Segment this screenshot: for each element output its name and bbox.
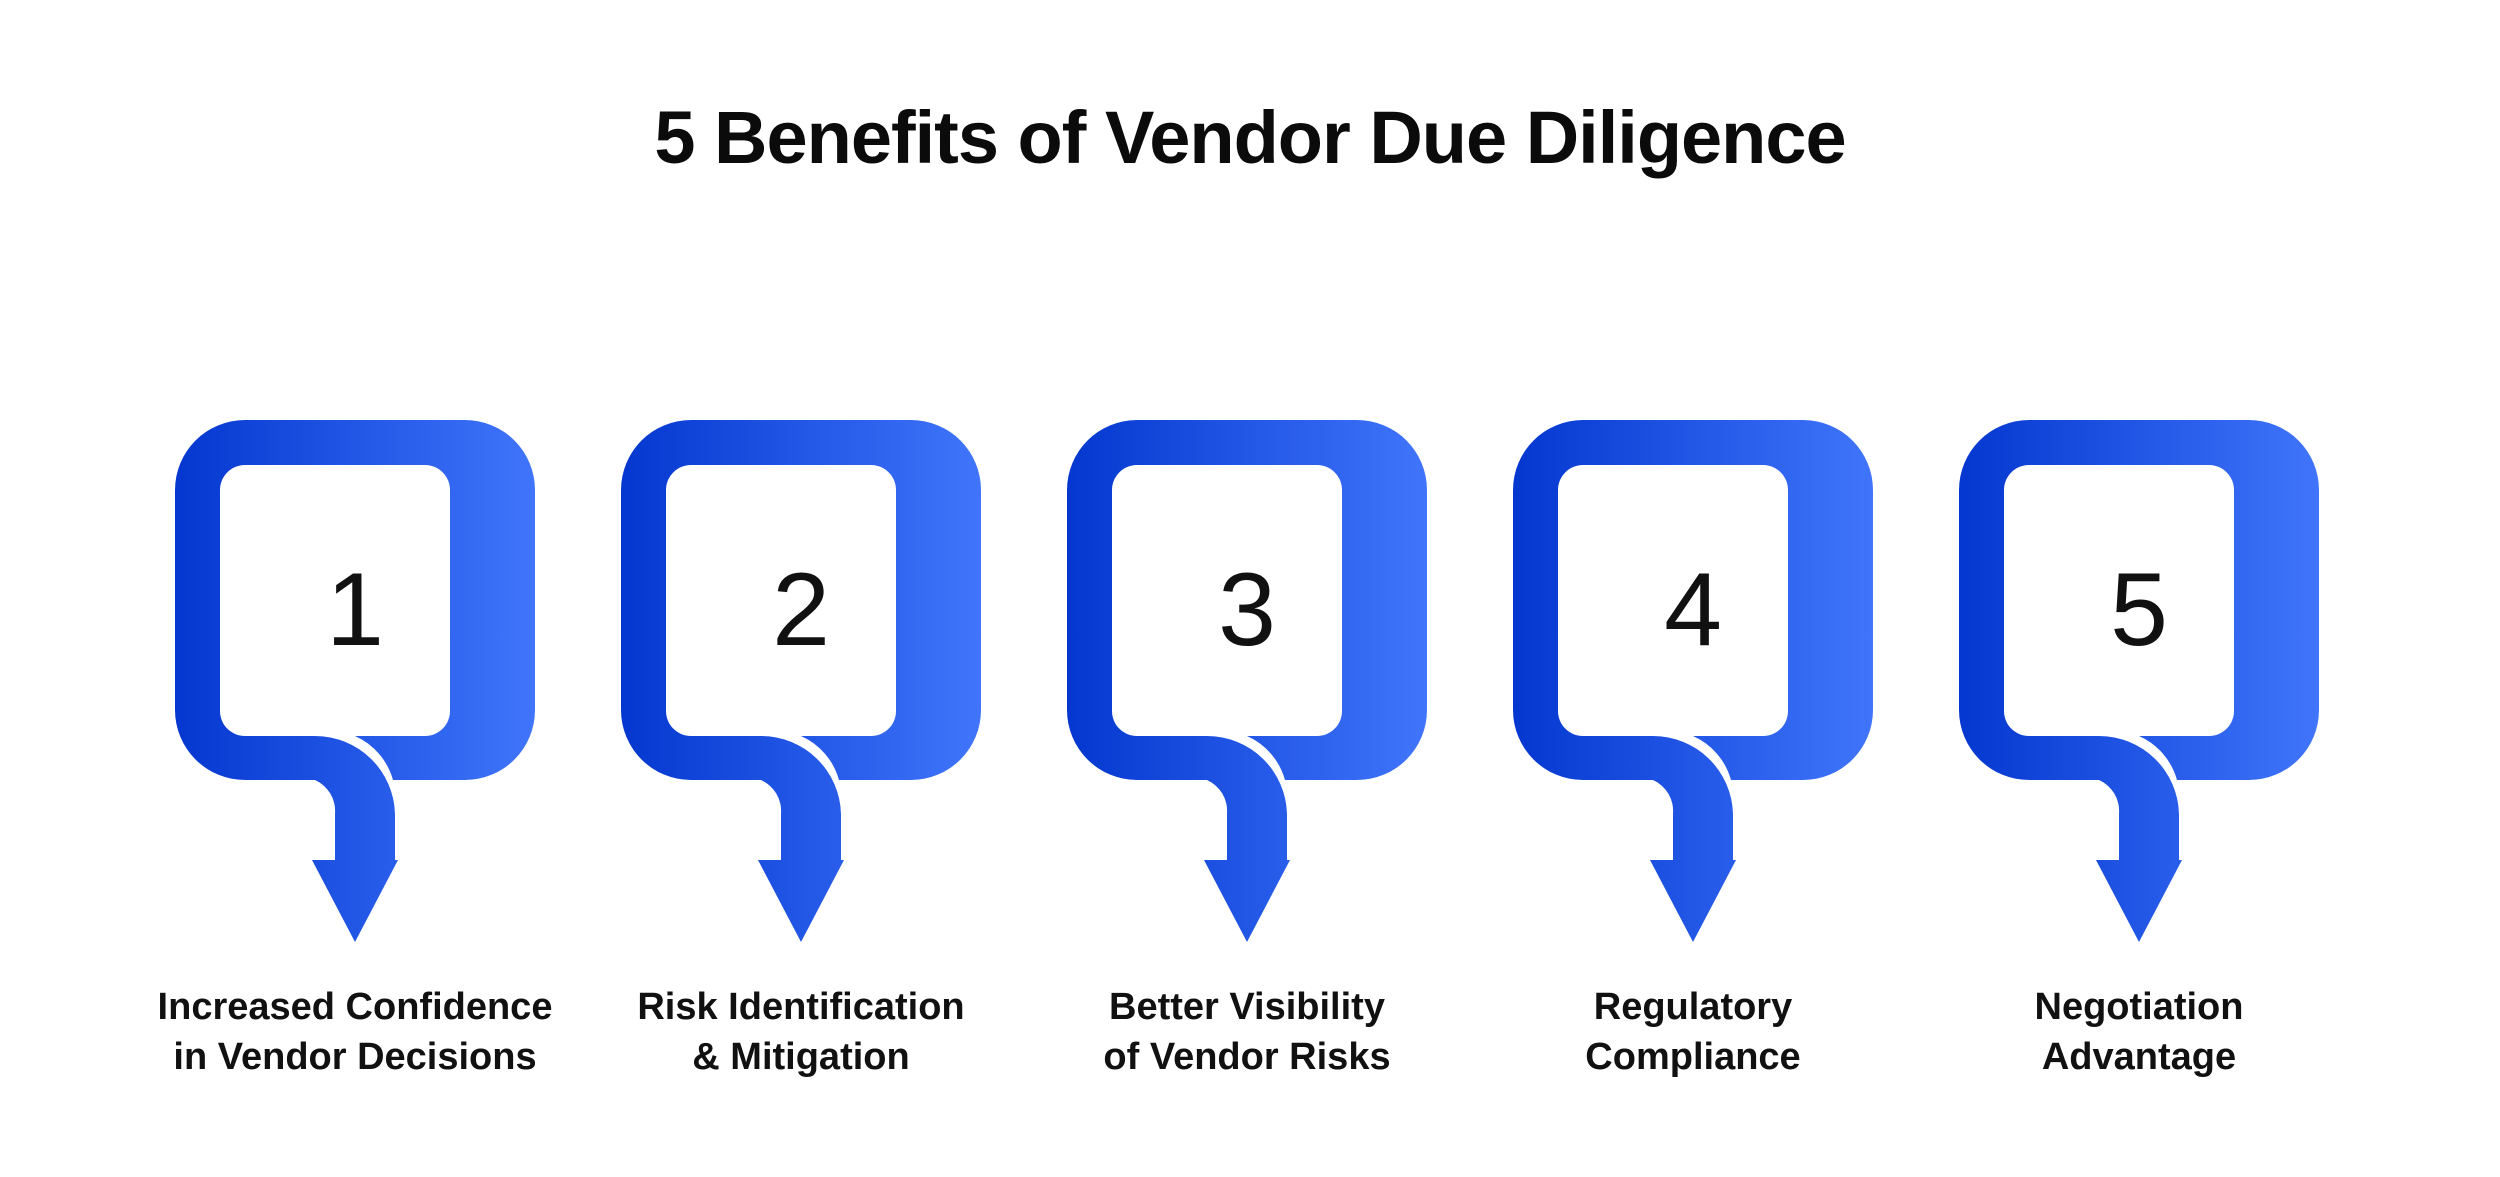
step-label-line1: Risk Identification [637,986,965,1028]
step-4: 4 Regulatory Compliance [1513,420,1913,1100]
step-number: 4 [1664,552,1722,668]
step-1: 1 Increased Confidence in Vendor Decisio… [158,420,575,1100]
callout-arrow-icon [621,420,981,942]
step-label-line1: Increased Confidence [157,986,553,1028]
step-3: 3 Better Visibility of Vendor Risks [1067,420,1467,1100]
step-label: Negotiation Advantage [1929,982,2349,1082]
step-label-line2: Advantage [2041,1036,2237,1078]
step-label-line2: Compliance [1585,1036,1801,1078]
step-label-line1: Better Visibility [1109,986,1385,1028]
step-label: Better Visibility of Vendor Risks [1037,982,1457,1082]
step-label: Increased Confidence in Vendor Decisions [145,982,565,1082]
step-label-line2: of Vendor Risks [1103,1036,1391,1078]
step-number: 1 [326,552,384,668]
step-label-line1: Negotiation [2034,986,2244,1028]
step-label-line1: Regulatory [1593,986,1793,1028]
step-label: Regulatory Compliance [1483,982,1903,1082]
step-number: 3 [1218,552,1276,668]
callout-arrow-icon [1067,420,1427,942]
callout-arrow-icon [1959,420,2319,942]
step-5: 5 Negotiation Advantage [1959,420,2359,1100]
step-label: Risk Identification & Mitigation [591,982,1011,1082]
step-number: 5 [2110,552,2168,668]
step-label-line2: in Vendor Decisions [173,1036,537,1078]
step-label-line2: & Mitigation [692,1036,910,1078]
step-number: 2 [772,552,830,668]
step-2: 2 Risk Identification & Mitigation [621,420,1021,1100]
page-title: 5 Benefits of Vendor Due Diligence [654,96,1846,179]
callout-arrow-icon [175,420,535,942]
callout-arrow-icon [1513,420,1873,942]
